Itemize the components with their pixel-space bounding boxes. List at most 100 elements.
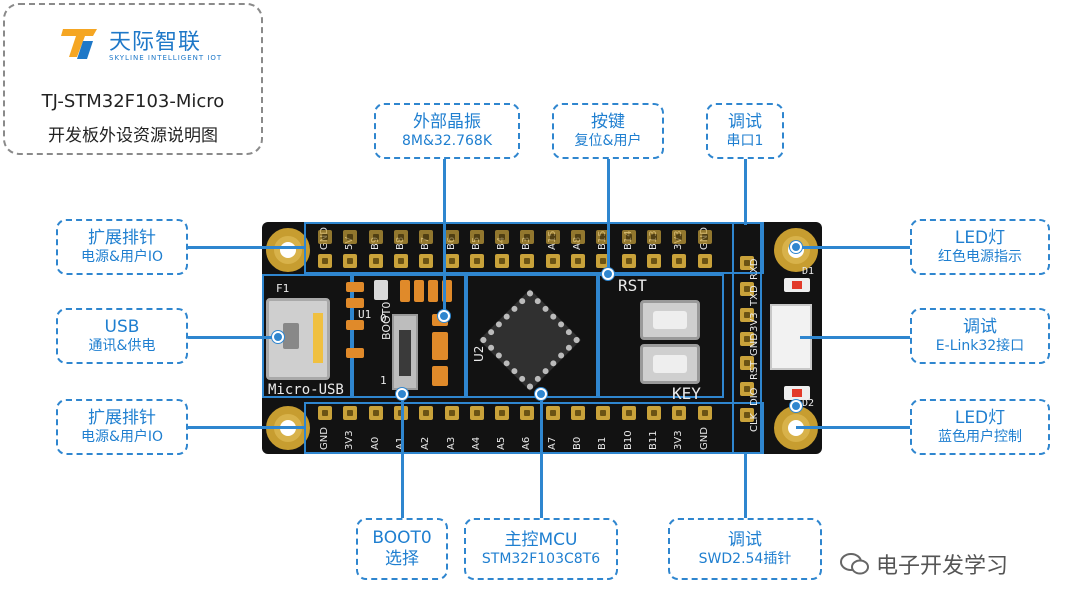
header-pin xyxy=(545,230,560,244)
f1-label: F1 xyxy=(276,282,290,295)
header-pin xyxy=(672,254,687,268)
crystal-part xyxy=(432,332,448,360)
header-pin xyxy=(571,230,585,244)
connector-line xyxy=(401,392,404,518)
u2-label: U2 xyxy=(472,345,486,362)
callout-elink-sub: E-Link32接口 xyxy=(935,337,1025,354)
header-pin xyxy=(697,406,712,420)
callout-keys-title: 按键 xyxy=(591,111,625,132)
wechat-icon xyxy=(840,553,869,575)
bottom-pin-label: A0 xyxy=(369,436,381,450)
callout-ext-top-title: 扩展排针 xyxy=(88,227,156,248)
connector-dot xyxy=(602,268,614,280)
led-d1 xyxy=(784,278,810,292)
header-pin xyxy=(697,230,712,244)
bottom-pin-label: GND xyxy=(698,427,710,450)
header-pin xyxy=(596,230,611,244)
debug-pin-label: DIO xyxy=(749,387,760,406)
header-pin xyxy=(596,254,611,268)
header-pin xyxy=(495,254,510,268)
header-pin xyxy=(469,254,484,268)
connector-line xyxy=(796,426,910,429)
callout-boot0: BOOT0 选择 xyxy=(356,518,448,580)
u1-label: U1 xyxy=(358,308,372,321)
callout-led-blue-title: LED灯 xyxy=(954,407,1006,428)
header-pin xyxy=(646,406,661,420)
connector-line xyxy=(443,159,446,315)
callout-keys-sub: 复位&用户 xyxy=(574,132,642,149)
board-title: TJ-STM32F103-Micro xyxy=(41,91,225,112)
header-pin xyxy=(672,230,687,244)
mcu-region xyxy=(466,274,598,398)
watermark-text: 电子开发学习 xyxy=(876,554,1009,579)
connector-line xyxy=(188,336,276,339)
header-pin xyxy=(596,406,611,420)
connector-line xyxy=(744,454,747,518)
smd-part xyxy=(346,282,364,292)
debug-pin xyxy=(740,332,754,346)
callout-mcu: 主控MCU STM32F103C8T6 xyxy=(464,518,618,580)
debug-pin-label: RST xyxy=(749,360,760,380)
header-pin xyxy=(621,254,636,268)
led-d2 xyxy=(784,386,810,400)
callout-elink-title: 调试 xyxy=(963,316,997,337)
header-pin xyxy=(318,254,332,268)
callout-led-red-sub: 红色电源指示 xyxy=(938,248,1022,265)
logo-box: 天际智联 SKYLINE INTELLIGENT IOT TJ-STM32F10… xyxy=(3,3,263,155)
header-pin xyxy=(444,230,459,244)
smd-part xyxy=(346,320,364,330)
brand-mark-icon xyxy=(61,29,97,59)
rst-label: RST xyxy=(618,276,647,295)
header-pin xyxy=(469,406,484,420)
debug-pins-region xyxy=(732,222,762,454)
header-pin xyxy=(444,254,459,268)
bottom-pin-label: GND xyxy=(319,427,330,450)
callout-uart: 调试 串口1 xyxy=(706,103,784,159)
bottom-pin-label: A6 xyxy=(521,436,533,450)
callout-swd: 调试 SWD2.54插针 xyxy=(668,518,822,580)
callout-ext-bottom-title: 扩展排针 xyxy=(88,407,156,428)
boot0-switch[interactable] xyxy=(392,314,418,390)
header-pin xyxy=(469,230,484,244)
callout-ext-top: 扩展排针 电源&用户IO xyxy=(56,219,188,275)
boot0-pos0-label: 0 xyxy=(380,312,387,325)
reset-button[interactable] xyxy=(640,300,700,340)
callout-boot0-sub: 选择 xyxy=(385,549,419,569)
boot-region xyxy=(352,274,466,398)
callout-swd-title: 调试 xyxy=(728,529,762,550)
connector-dot xyxy=(396,388,408,400)
smd-part xyxy=(414,280,424,302)
connector-line xyxy=(188,426,306,429)
connector-line xyxy=(796,246,910,249)
header-pin xyxy=(545,406,560,420)
header-pin xyxy=(621,406,636,420)
header-pin xyxy=(571,254,585,268)
micro-usb-label: Micro-USB xyxy=(268,382,344,398)
bottom-pin-label: A2 xyxy=(420,436,432,450)
brand-logo: 天际智联 SKYLINE INTELLIGENT IOT xyxy=(57,23,222,63)
header-pin xyxy=(672,406,687,420)
callout-led-blue: LED灯 蓝色用户控制 xyxy=(910,399,1050,455)
callout-crystal: 外部晶振 8M&32.768K xyxy=(374,103,520,159)
connector-dot xyxy=(790,400,802,412)
header-pin xyxy=(444,406,459,420)
connector-line xyxy=(607,159,610,273)
callout-led-red-title: LED灯 xyxy=(954,227,1006,248)
debug-pin xyxy=(740,382,754,396)
callout-led-red: LED灯 红色电源指示 xyxy=(910,219,1050,275)
header-pin xyxy=(621,230,636,244)
header-pin xyxy=(368,254,383,268)
callout-mcu-title: 主控MCU xyxy=(504,529,578,550)
bottom-pin-label: B11 xyxy=(647,430,659,450)
connector-dot xyxy=(535,388,547,400)
bottom-pin-label: A3 xyxy=(445,436,457,450)
header-pin xyxy=(393,406,408,420)
header-pin xyxy=(571,406,585,420)
callout-keys: 按键 复位&用户 xyxy=(552,103,664,159)
header-pin xyxy=(495,406,510,420)
header-pin xyxy=(419,406,434,420)
callout-ext-bottom-sub: 电源&用户IO xyxy=(80,428,164,445)
user-key-button[interactable] xyxy=(640,344,700,384)
brand-name: 天际智联 xyxy=(109,30,202,55)
header-pin xyxy=(368,230,383,244)
